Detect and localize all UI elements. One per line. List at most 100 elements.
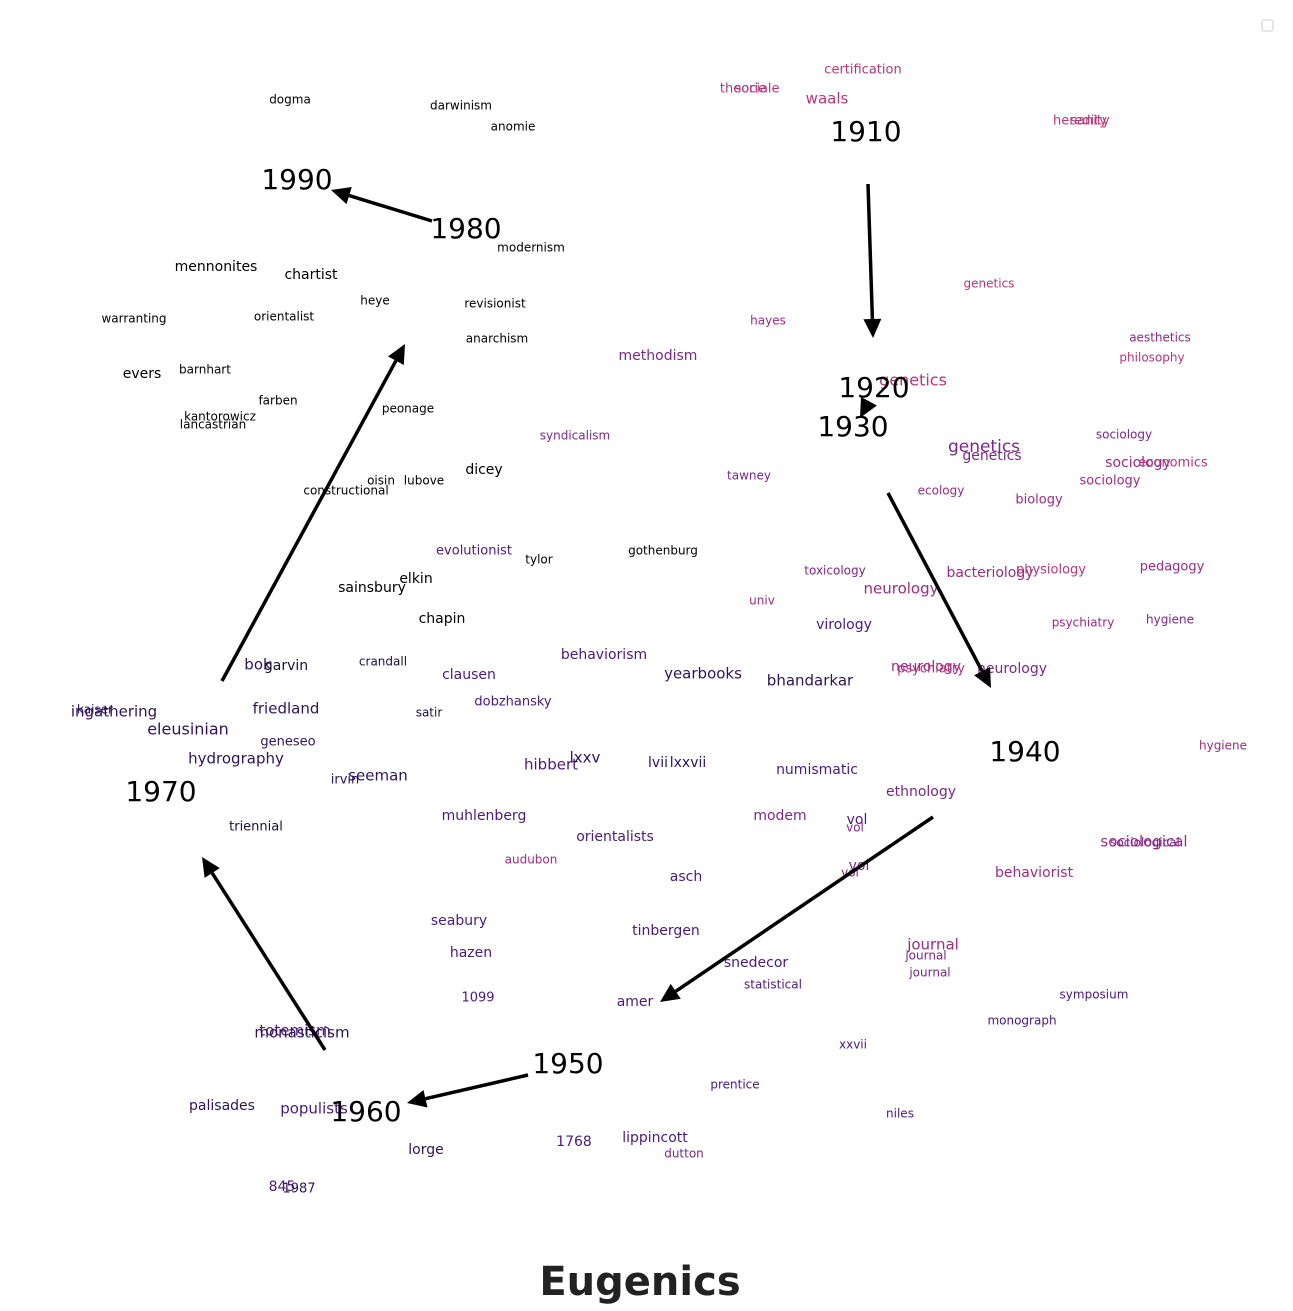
word-label: theorie [720,82,766,97]
word-label: syndicalism [540,429,610,443]
word-label: genetics [879,371,947,390]
word-label: biology [1015,493,1063,508]
word-label: sociology [1105,455,1171,471]
word-label: palisades [189,1098,255,1114]
arrow-line [425,1073,529,1101]
word-label: amer [617,994,654,1010]
word-label: chartist [284,267,338,283]
word-label: lxxvii [670,755,707,771]
word-label: symposium [1060,988,1129,1002]
word-label: bhandarkar [767,672,854,690]
word-label: journal [906,936,959,954]
word-label: bok [244,656,272,674]
arrow-head [860,397,877,418]
word-label: genetics [948,437,1020,457]
word-label: certification [824,63,901,78]
word-label: dogma [269,93,311,107]
word-label: hayes [750,314,786,328]
word-label: modem [753,808,806,824]
word-label: oisin [367,474,395,488]
word-label: kaiser [77,703,113,717]
word-label: psychiatry [1052,616,1115,630]
arrow-head [863,318,882,338]
word-label: gothenburg [628,544,698,558]
word-label: warranting [101,312,166,326]
word-label: monasticism [254,1024,349,1042]
arrow-line [210,872,327,1051]
word-label: niles [886,1107,914,1121]
word-label: evers [123,366,162,382]
word-label: bacteriology [946,565,1033,581]
word-label: journal [904,949,946,963]
word-label: satir [416,706,443,720]
word-label: monograph [987,1014,1056,1028]
arrow-line [866,183,875,320]
word-label: farben [258,394,297,408]
word-label: ethnology [886,784,956,800]
word-label: philosophy [1119,351,1184,365]
word-label: neurology [977,661,1047,677]
word-label: ecology [918,484,965,498]
word-label: constructional [303,484,388,498]
word-label: numismatic [776,762,858,778]
word-label: physiology [1016,563,1086,578]
word-label: sociology [1080,474,1141,489]
word-label: lorge [408,1142,443,1158]
word-label: tinbergen [632,923,700,939]
word-label: genetics [962,448,1021,464]
word-label: hibbert [524,756,578,774]
word-label: darwinism [430,99,492,113]
word-label: lubove [404,474,444,488]
word-label: muhlenberg [442,808,527,824]
word-label: lancastrian [180,418,246,432]
word-label: vol [847,812,868,828]
word-label: snedecor [724,955,789,971]
word-label: dobzhansky [474,695,552,710]
word-label: audubon [505,853,558,867]
word-label: dutton [664,1147,704,1161]
word-label: ingathering [71,703,157,721]
word-label: genetics [964,277,1015,291]
arrow-line [674,815,934,993]
word-label: crandall [359,655,407,669]
word-label: orientalists [576,829,654,845]
word-label: heye [360,294,389,308]
word-label: sainsbury [338,580,406,596]
decade-label: 1990 [261,163,332,196]
arrow-head [974,666,991,688]
word-label: eleusinian [147,720,229,739]
word-label: 845 [269,1179,296,1195]
word-label: journal [908,966,950,980]
word-label: peonage [382,402,434,416]
word-label: xxvii [839,1038,867,1052]
word-label: hydrography [188,750,284,768]
arrow-head [331,186,352,205]
word-label: evolutionist [436,544,512,559]
word-label: triennial [229,820,283,835]
word-label: univ [749,594,775,608]
word-label: waals [806,90,849,108]
decade-label: 1980 [430,212,501,245]
word-label: chapin [419,611,466,627]
word-label: lxxv [570,749,601,767]
word-label: virology [816,617,872,633]
arrow-head [407,1089,428,1108]
legend-box [1261,19,1274,32]
arrows-layer [202,183,991,1108]
decade-label: 1920 [838,371,909,404]
word-label: anomie [491,120,536,134]
word-label: orientalist [254,310,315,324]
word-label: lippincott [622,1130,688,1146]
decade-label: 1950 [532,1047,603,1080]
decade-label: 1940 [989,735,1060,768]
word-label: mennonites [175,259,258,275]
arrow-head [660,983,681,1002]
word-label: elkin [399,571,432,587]
word-label: totemism [259,1022,330,1040]
arrow-head [388,344,405,365]
word-label: aesthetics [1129,331,1191,345]
word-label: clausen [442,667,496,683]
decade-label: 1960 [330,1095,401,1128]
word-label: sociology [1096,428,1152,442]
